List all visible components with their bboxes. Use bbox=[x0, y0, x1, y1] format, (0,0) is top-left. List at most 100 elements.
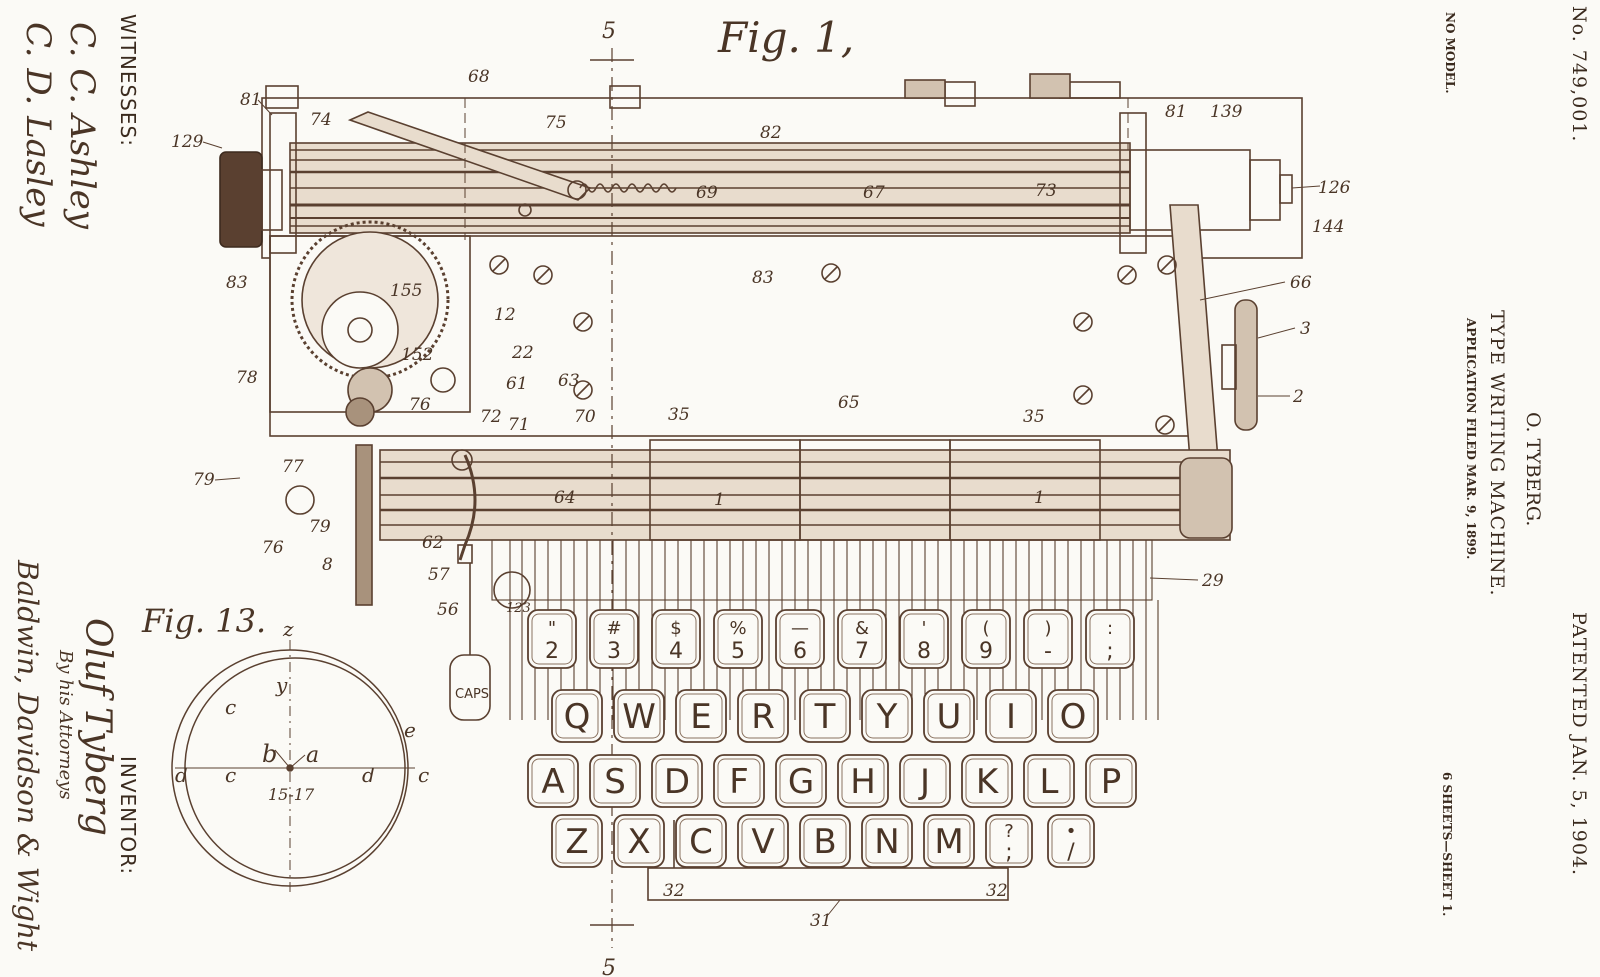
ref-31: 31 bbox=[810, 911, 832, 931]
ref-56: 56 bbox=[437, 600, 459, 620]
key-letter: J bbox=[918, 762, 930, 802]
platen-knob bbox=[219, 151, 283, 248]
key-t: T bbox=[799, 689, 851, 743]
key-f: F bbox=[713, 754, 765, 808]
key-l: L bbox=[1023, 754, 1075, 808]
key-letter: O bbox=[1060, 697, 1087, 737]
space-bar bbox=[647, 867, 1009, 901]
fig13-label-d-right: d bbox=[362, 763, 375, 787]
key-r: R bbox=[737, 689, 789, 743]
section-mark-bottom: 5 bbox=[602, 956, 616, 977]
ref-83-right: 83 bbox=[752, 268, 774, 288]
key-number-bottom: 7 bbox=[855, 639, 869, 664]
top-star-wheel bbox=[904, 73, 1071, 99]
key-number-bottom: 4 bbox=[669, 639, 683, 664]
key-punct-bottom: ; bbox=[1005, 840, 1012, 865]
ref-126: 126 bbox=[1318, 178, 1351, 198]
ref-64: 64 bbox=[554, 488, 576, 508]
key-number-top: ' bbox=[922, 618, 927, 639]
key-c: C bbox=[675, 814, 727, 868]
inventor-signature: Oluf Tyberg bbox=[77, 618, 118, 836]
key-q: Q bbox=[551, 689, 603, 743]
ref-73: 73 bbox=[1035, 181, 1057, 201]
key-number-2: $4 bbox=[651, 609, 701, 669]
top-clips bbox=[265, 81, 1121, 109]
ref-65: 65 bbox=[838, 393, 860, 413]
key-punct-1: •/ bbox=[1047, 814, 1095, 868]
key-number-bottom: 9 bbox=[979, 639, 993, 664]
fig13-label-y: y bbox=[275, 673, 288, 697]
figure-13-diagram bbox=[171, 640, 415, 892]
key-w: W bbox=[613, 689, 665, 743]
key-number-6: '8 bbox=[899, 609, 949, 669]
caps-key-label: CAPS bbox=[455, 687, 489, 702]
ref-139: 139 bbox=[1210, 102, 1243, 122]
key-letter: V bbox=[751, 822, 774, 862]
key-number-bottom: 5 bbox=[731, 639, 745, 664]
ref-76-bottom: 76 bbox=[262, 538, 284, 558]
ref-144: 144 bbox=[1312, 217, 1344, 237]
patent-number: No. 749,001. bbox=[1568, 6, 1590, 143]
carriage-bracket-left bbox=[269, 112, 297, 254]
key-number-top: # bbox=[606, 618, 621, 639]
key-y: Y bbox=[861, 689, 913, 743]
key-letter: M bbox=[934, 822, 963, 862]
ref-129: 129 bbox=[171, 132, 204, 152]
fig13-label-c-right: c bbox=[418, 763, 429, 787]
ref-61: 61 bbox=[506, 374, 528, 394]
fig13-label-z: z bbox=[282, 617, 294, 641]
key-letter: Y bbox=[876, 697, 898, 737]
spring bbox=[579, 183, 677, 193]
key-letter: H bbox=[850, 762, 876, 802]
ref-76-top: 76 bbox=[409, 395, 431, 415]
ref-67: 67 bbox=[863, 183, 885, 203]
key-letter: I bbox=[1006, 697, 1016, 737]
figure-1-typewriter bbox=[219, 48, 1303, 948]
release-lever bbox=[347, 111, 592, 201]
key-i: I bbox=[985, 689, 1037, 743]
witnesses-label: WITNESSES: bbox=[116, 14, 140, 147]
screw-123 bbox=[493, 571, 531, 609]
pulley bbox=[1221, 299, 1258, 431]
key-number-bottom: 6 bbox=[793, 639, 807, 664]
key-number-0: "2 bbox=[527, 609, 577, 669]
key-letter: X bbox=[627, 822, 650, 862]
platen-roller bbox=[289, 142, 1131, 234]
key-m: M bbox=[923, 814, 975, 868]
leader-lines bbox=[202, 99, 1321, 916]
key-number-top: — bbox=[791, 618, 809, 639]
ref-152: 152 bbox=[401, 345, 433, 365]
key-punct-top: • bbox=[1066, 821, 1077, 842]
typebar-segment bbox=[379, 439, 1233, 541]
by-attorneys: By his Attorneys bbox=[55, 650, 76, 800]
key-number-7: (9 bbox=[961, 609, 1011, 669]
ref-79-left: 79 bbox=[193, 470, 215, 490]
ref-69: 69 bbox=[696, 183, 718, 203]
carriage-bracket-right bbox=[1119, 112, 1147, 254]
key-number-top: & bbox=[855, 618, 869, 639]
key-letter: N bbox=[874, 822, 899, 862]
key-u: U bbox=[923, 689, 975, 743]
key-punct-0: ?; bbox=[985, 814, 1033, 868]
ref-71: 71 bbox=[508, 415, 530, 435]
key-number-9: :; bbox=[1085, 609, 1135, 669]
fig13-label-c-upper: c bbox=[225, 695, 236, 719]
key-number-bottom: 3 bbox=[607, 639, 621, 664]
key-number-top: $ bbox=[670, 618, 681, 639]
ref-83-left: 83 bbox=[226, 273, 248, 293]
key-number-3: %5 bbox=[713, 609, 763, 669]
ref-72: 72 bbox=[480, 407, 502, 427]
key-x: X bbox=[613, 814, 665, 868]
fig13-label-center: 15-17 bbox=[268, 785, 315, 804]
key-letter: P bbox=[1101, 762, 1122, 802]
ref-78: 78 bbox=[236, 368, 258, 388]
key-p: P bbox=[1085, 754, 1137, 808]
key-b: B bbox=[799, 814, 851, 868]
key-letter: R bbox=[751, 697, 775, 737]
ref-75: 75 bbox=[545, 113, 567, 133]
key-letter: Z bbox=[565, 822, 588, 862]
key-o: O bbox=[1047, 689, 1099, 743]
patent-title: TYPE WRITING MACHINE. bbox=[1486, 310, 1508, 597]
key-number-top: ( bbox=[982, 618, 989, 639]
